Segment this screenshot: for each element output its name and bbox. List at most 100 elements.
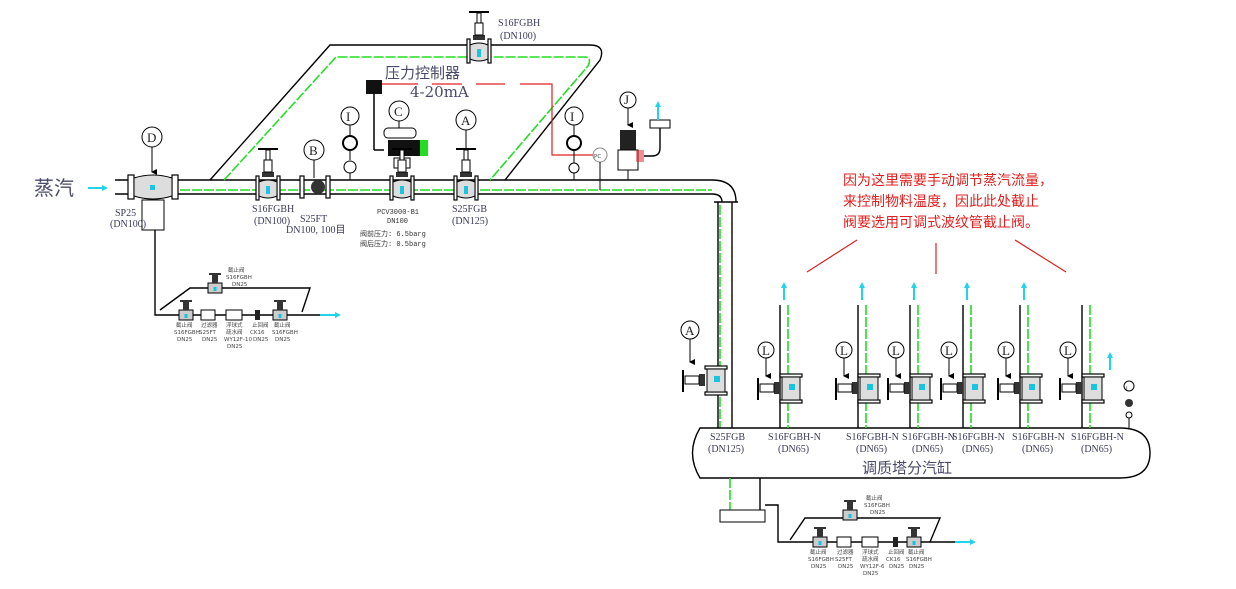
- trap-item-size: DN25: [227, 344, 243, 350]
- pressure-gauge-1: I: [340, 106, 360, 180]
- trap-item-size: DN25: [275, 337, 291, 343]
- svg-text:I: I: [346, 109, 350, 124]
- trap-2-valve-in[interactable]: [812, 527, 828, 548]
- trap-2-trap: [861, 536, 879, 548]
- strainer-model: S25FT: [300, 214, 327, 225]
- trap-item-model: CK16: [886, 557, 901, 563]
- outlet-size: (DN65): [912, 444, 943, 455]
- flow-arrowhead: [964, 282, 970, 288]
- pressure-controller[interactable]: [366, 80, 384, 151]
- trap-item-name: 止回阀: [888, 548, 905, 556]
- manifold-inlet-valve[interactable]: A: [680, 320, 728, 396]
- outlet-model: S16FGBH-N: [952, 432, 1005, 443]
- trap-item-size: DN25: [177, 337, 193, 343]
- trap-item-model: S16FGBH: [174, 330, 200, 336]
- manifold: [691, 427, 1151, 479]
- control-valve-inlet-pressure: 阀前压力: 6.5barg: [360, 229, 426, 239]
- manifold-title: 调质塔分汽缸: [862, 459, 952, 477]
- pressure-gauge-2: I: [564, 106, 584, 180]
- valve-2-model: S25FGB: [452, 204, 487, 215]
- valve-1-model: S16FGBH: [252, 204, 294, 215]
- bypass-valve-size: (DN100): [500, 31, 536, 42]
- trap-2-bypass-valve[interactable]: [842, 500, 858, 521]
- annotation-line-2: 来控制物料温度，因此此处截止: [843, 194, 1039, 210]
- bypass-pipe: [209, 44, 603, 181]
- trap-2-bypass-model: S16FGBH: [864, 503, 890, 509]
- annotation-leaders: [806, 239, 1067, 274]
- svg-text:J: J: [624, 92, 629, 107]
- trap-set-1-pipe: [154, 287, 341, 318]
- flow-arrowhead: [911, 282, 917, 288]
- trap-1-bypass-size: DN25: [232, 282, 248, 288]
- globe-valve-2[interactable]: A: [453, 109, 479, 201]
- trap-item-name: 疏水阀: [226, 328, 243, 336]
- trap-2-valve-out[interactable]: [906, 527, 922, 548]
- trap-item-model: S25FT: [199, 330, 217, 336]
- outlet-model: S16FGBH-N: [846, 432, 899, 443]
- trap-2-strainer: [836, 536, 852, 548]
- bypass-valve[interactable]: [466, 11, 492, 64]
- inlet-arrowhead: [102, 185, 108, 191]
- trap-1-valve-out[interactable]: [272, 300, 288, 321]
- trap-2-bypass-name: 截止阀: [866, 494, 883, 502]
- trap-item-name: 截止阀: [810, 548, 827, 556]
- trap-1-labels: 截止阀S16FGBHDN25过滤器S25FTDN25浮球式疏水阀WY12F-10…: [174, 321, 298, 350]
- control-valve-outlet-pressure: 阀后压力: 0.5barg: [360, 239, 426, 249]
- svg-text:A: A: [461, 113, 471, 128]
- outlet-size: (DN65): [962, 444, 993, 455]
- trap-1-bypass-valve[interactable]: [207, 273, 223, 294]
- trap-item-size: DN25: [863, 571, 879, 577]
- svg-text:C: C: [394, 104, 403, 119]
- manifold-inlet-model: S25FGB: [710, 432, 745, 443]
- svg-text:D: D: [147, 130, 156, 145]
- flow-arrowhead: [859, 282, 865, 288]
- svg-text:B: B: [309, 143, 318, 158]
- svg-text:I: I: [570, 109, 574, 124]
- outlet-size: (DN65): [778, 444, 809, 455]
- control-valve-size: DN100: [387, 218, 408, 226]
- valve-2-size: (DN125): [452, 216, 488, 227]
- trap-item-name: 过滤器: [837, 548, 854, 556]
- manifold-inlet-size: (DN125): [708, 444, 744, 455]
- trap-1-check: [255, 310, 260, 320]
- trap-item-name: 浮球式: [862, 548, 879, 556]
- trap-item-name: 截止阀: [274, 321, 291, 329]
- trap-item-size: DN25: [202, 337, 218, 343]
- outlet-tag: L: [1002, 343, 1010, 358]
- outlet-tag: L: [762, 343, 770, 358]
- trap-2-labels: 截止阀S16FGBHDN25过滤器S25FTDN25浮球式疏水阀WY12F-6D…: [808, 548, 932, 577]
- control-valve[interactable]: C: [383, 100, 428, 201]
- trap-item-name: 截止阀: [908, 548, 925, 556]
- trap-item-name: 截止阀: [176, 321, 193, 329]
- control-valve-model: PCV3000-B1: [377, 209, 419, 217]
- globe-valve-1[interactable]: [255, 148, 281, 201]
- trap-1-trap: [225, 309, 243, 321]
- trap-item-size: DN25: [838, 564, 854, 570]
- main-pipe: [115, 179, 738, 430]
- trap-item-model: S16FGBH: [906, 557, 932, 563]
- trap-item-model: WY12F-6: [860, 564, 885, 570]
- separator-size: (DN100): [110, 219, 146, 230]
- trap-item-size: DN25: [909, 564, 925, 570]
- trap-item-name: 过滤器: [201, 321, 218, 329]
- safety-valve[interactable]: J: [617, 91, 671, 180]
- outlet-size: (DN65): [1022, 444, 1053, 455]
- manifold-outlet[interactable]: L S16FGBH-N(DN65): [997, 282, 1065, 455]
- outlet-model: S16FGBH-N: [1071, 432, 1124, 443]
- separator-model: SP25: [115, 208, 136, 219]
- outlet-model: S16FGBH-N: [902, 432, 955, 443]
- strainer[interactable]: B: [299, 139, 331, 199]
- svg-text:I: I: [1126, 386, 1128, 392]
- trap-item-model: CK16: [250, 330, 265, 336]
- trap-1-valve-in[interactable]: [178, 300, 194, 321]
- controller-label: 压力控制器: [385, 64, 460, 82]
- trap-1-bypass-model: S16FGBH: [226, 275, 252, 281]
- annotation-line-1: 因为这里需要手动调节蒸汽流量，: [843, 172, 1053, 189]
- outlet-model: S16FGBH-N: [1012, 432, 1065, 443]
- signal-line: [382, 83, 595, 156]
